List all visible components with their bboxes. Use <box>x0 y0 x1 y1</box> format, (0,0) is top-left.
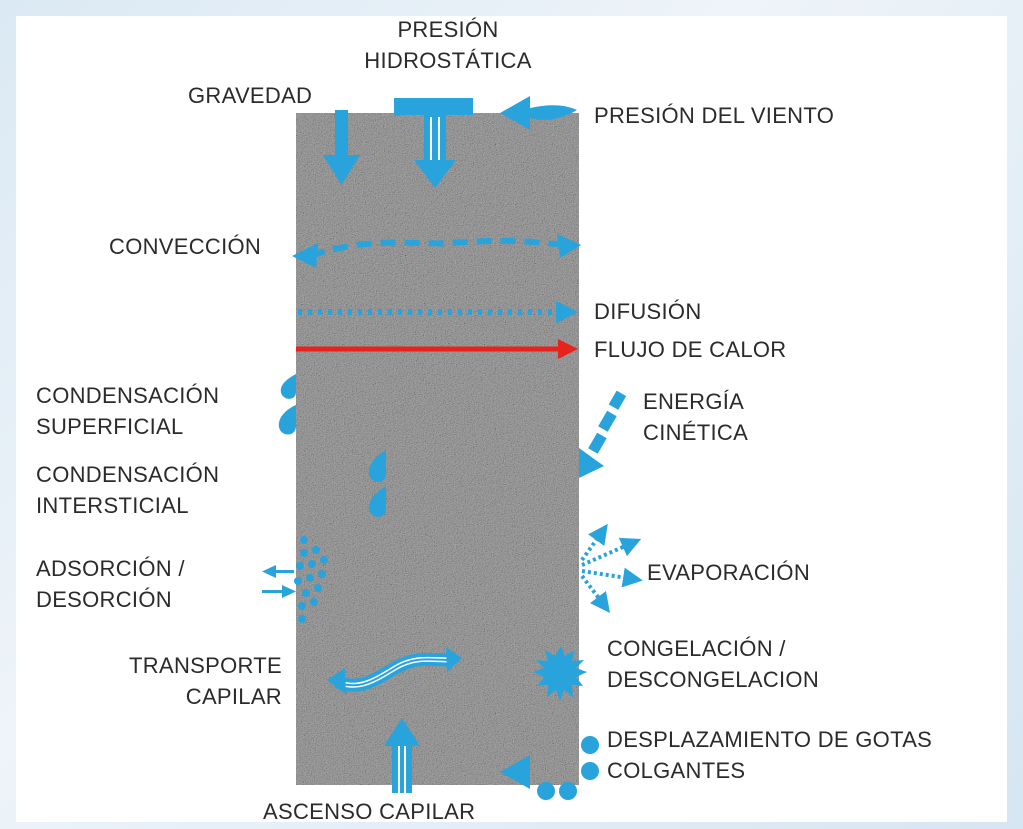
capillary-rise-arrow <box>384 718 420 793</box>
surface-condensation-drops <box>278 374 296 435</box>
label-difusion: DIFUSIÓN <box>594 296 702 327</box>
adsorption-desorption-symbol <box>262 536 328 623</box>
label-line: HIDROSTÁTICA <box>364 48 532 73</box>
gravity-arrow <box>323 110 360 185</box>
wind-pressure-arrow <box>500 96 577 130</box>
label-desplazamiento-gotas: DESPLAZAMIENTO DE GOTAS COLGANTES <box>607 724 932 786</box>
label-line: CAPILAR <box>185 684 282 709</box>
label-presion-hidrostatica: PRESIÓN HIDROSTÁTICA <box>363 14 533 76</box>
label-line: CINÉTICA <box>643 420 749 445</box>
label-adsorcion-desorcion: ADSORCIÓN / DESORCIÓN <box>36 553 185 615</box>
label-line: EVAPORACIÓN <box>647 560 811 585</box>
hydrostatic-pressure-arrow <box>394 98 473 188</box>
label-line: GRAVEDAD <box>188 83 313 108</box>
label-energia-cinetica: ENERGÍA CINÉTICA <box>643 386 748 448</box>
label-line: FLUJO DE CALOR <box>594 337 787 362</box>
heat-flow-arrow <box>296 339 578 359</box>
label-condensacion-intersticial: CONDENSACIÓN INTERSTICIAL <box>36 459 219 521</box>
label-line: PRESIÓN <box>397 17 499 42</box>
label-line: DESPLAZAMIENTO DE GOTAS <box>607 727 933 752</box>
evaporation-arrows <box>580 523 643 613</box>
label-line: TRANSPORTE <box>129 653 282 678</box>
label-line: ADSORCIÓN / <box>36 556 185 581</box>
freeze-thaw-symbol <box>533 646 587 701</box>
label-condensacion-superficial: CONDENSACIÓN SUPERFICIAL <box>36 380 219 442</box>
label-conveccion: CONVECCIÓN <box>109 231 261 262</box>
interstitial-condensation-drops <box>368 450 386 517</box>
label-line: INTERSTICIAL <box>36 493 189 518</box>
hanging-drops-symbol <box>500 736 599 800</box>
label-line: COLGANTES <box>607 758 746 783</box>
label-line: DESCONGELACION <box>607 667 820 692</box>
label-flujo-de-calor: FLUJO DE CALOR <box>594 334 786 365</box>
label-line: DIFUSIÓN <box>594 299 702 324</box>
label-line: CONVECCIÓN <box>109 234 262 259</box>
label-line: CONGELACIÓN / <box>607 636 786 661</box>
label-presion-del-viento: PRESIÓN DEL VIENTO <box>594 100 834 131</box>
label-line: DESORCIÓN <box>36 587 172 612</box>
capillary-transport-arrow <box>327 647 462 694</box>
label-transporte-capilar: TRANSPORTE CAPILAR <box>100 650 282 712</box>
diffusion-arrow <box>298 301 578 323</box>
convection-arrow <box>292 234 581 268</box>
label-evaporacion: EVAPORACIÓN <box>647 557 810 588</box>
kinetic-energy-arrow <box>579 390 627 478</box>
label-line: ENERGÍA <box>643 389 745 414</box>
label-gravedad: GRAVEDAD <box>188 80 312 111</box>
label-congelacion-descongelacion: CONGELACIÓN / DESCONGELACION <box>607 633 819 695</box>
label-line: SUPERFICIAL <box>36 414 184 439</box>
label-ascenso-capilar: ASCENSO CAPILAR <box>263 796 475 827</box>
label-line: PRESIÓN DEL VIENTO <box>594 103 835 128</box>
label-line: CONDENSACIÓN <box>36 383 220 408</box>
label-line: ASCENSO CAPILAR <box>263 799 476 824</box>
label-line: CONDENSACIÓN <box>36 462 220 487</box>
